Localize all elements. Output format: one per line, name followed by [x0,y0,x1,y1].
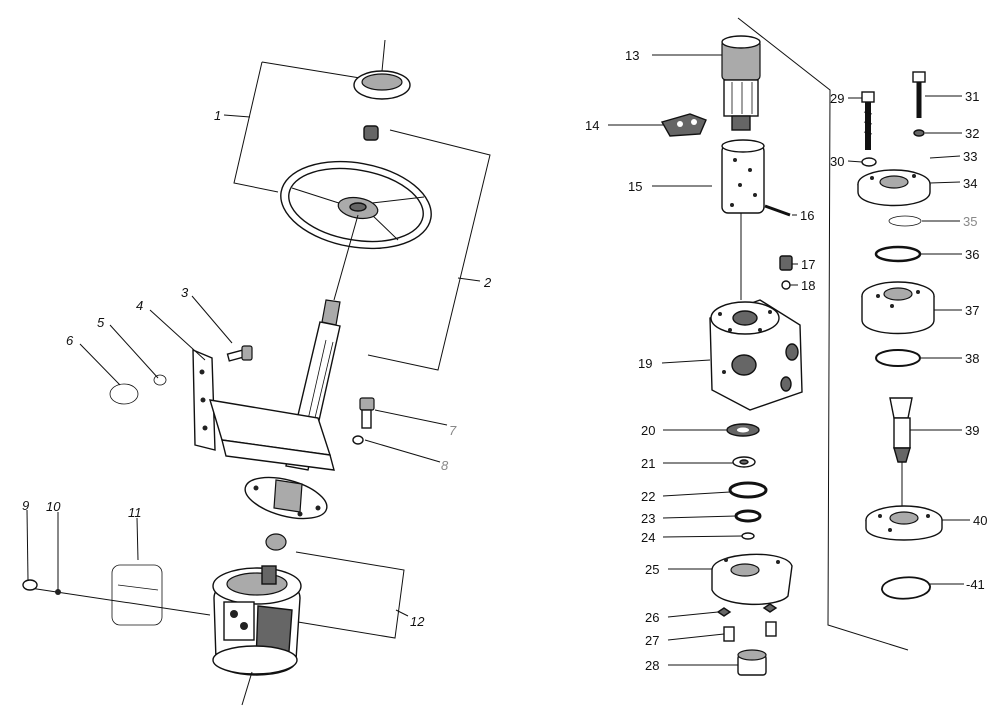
steering-unit-12 [212,565,302,706]
callout-20: 20 [641,423,655,438]
callout-7: 7 [449,423,457,438]
callout-15: 15 [628,179,642,194]
callout-30: 30 [830,154,844,169]
callout-26: 26 [645,610,659,625]
o-ring-36 [874,245,922,263]
coupling-sleeve [265,533,287,551]
plug-17 [779,255,793,271]
callout-36: 36 [965,247,979,262]
spline-shaft-13 [721,35,761,131]
o-ring-23 [734,509,762,523]
callout-3: 3 [181,285,189,300]
callout-1: 1 [214,108,221,123]
center-assembly [608,35,803,676]
callout-19: 19 [638,356,652,371]
callout-39: 39 [965,423,979,438]
callout-21: 21 [641,456,655,471]
callout-11: 11 [128,505,142,520]
bolt-3 [226,345,253,362]
washer-32 [913,129,925,137]
callout-29: 29 [830,91,844,106]
ring-35 [888,215,922,227]
steering-nut [363,125,379,141]
callout-5: 5 [97,315,105,330]
callout-9: 9 [22,498,29,513]
plate-34 [857,169,931,207]
callout-41: -41 [966,577,985,592]
o-ring-22 [728,481,768,499]
washers-26 [716,603,778,617]
gear-set-37 [861,281,935,335]
drive-14 [660,113,707,137]
callout-6: 6 [66,333,74,348]
bolt-10 [55,589,61,595]
callout-38: 38 [965,351,979,366]
ring-41 [881,576,931,600]
callout-18: 18 [801,278,815,293]
cardan-shaft-39 [889,397,913,510]
mounting-bracket [192,348,335,471]
callout-13: 13 [625,48,639,63]
fitting-11 [111,564,163,626]
callout-22: 22 [641,489,655,504]
callout-27: 27 [645,633,659,648]
callout-16: 16 [800,208,814,223]
left-assembly [22,39,491,706]
sleeve-15 [721,139,765,214]
bolt-29 [861,91,875,150]
end-plate-40 [865,505,943,541]
callout-28: 28 [645,658,659,673]
seal-18 [781,280,791,290]
valve-housing-19 [709,299,803,411]
washer-30 [861,157,877,167]
callout-8: 8 [441,458,449,473]
callout-12: 12 [410,614,425,629]
callout-10: 10 [46,499,61,514]
callout-31: 31 [965,89,979,104]
callout-34: 34 [963,176,977,191]
nut-6 [109,383,139,405]
callout-2: 2 [483,275,492,290]
pin-16 [764,204,791,217]
callout-23: 23 [641,511,655,526]
washer-5 [153,374,167,386]
steering-wheel [280,160,432,250]
callout-14: 14 [585,118,599,133]
callout-17: 17 [801,257,815,272]
ring-38 [875,349,921,367]
nut-28 [737,649,767,676]
callout-24: 24 [641,530,655,545]
seal-24 [741,532,755,540]
bolt-9 [22,579,38,591]
washer-8 [352,435,364,445]
callout-4: 4 [136,298,143,313]
bolt-7 [359,397,375,429]
bolt-31 [912,71,926,118]
callout-32: 32 [965,126,979,141]
end-cap-25 [711,553,793,605]
callout-37: 37 [965,303,979,318]
callout-35: 35 [963,214,977,229]
screws-27 [723,621,777,642]
flange-plate [244,476,328,520]
callout-33: 33 [963,149,977,164]
callout-labels: 1 2 3 4 5 6 7 8 9 10 11 12 13 14 15 16 1… [22,48,987,673]
right-assembly [737,17,970,651]
callout-25: 25 [645,562,659,577]
callout-40: 40 [973,513,987,528]
